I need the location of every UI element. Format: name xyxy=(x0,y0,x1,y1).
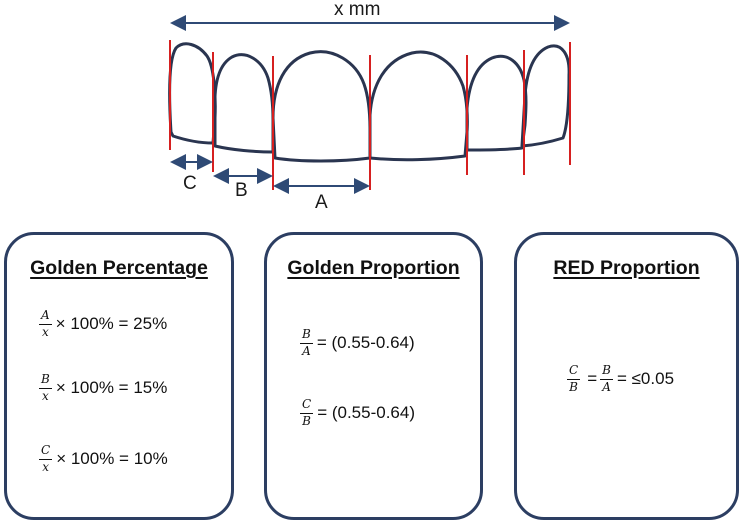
fraction: C B xyxy=(567,363,581,394)
fraction: C x xyxy=(39,443,53,474)
fraction: B A xyxy=(300,327,313,358)
fraction: B A xyxy=(600,363,613,394)
formula-red-proportion: C B = B A = ≤0.05 xyxy=(567,363,675,394)
golden-proportion-title: Golden Proportion xyxy=(287,257,460,279)
fraction: C B xyxy=(300,397,314,428)
golden-proportion-panel: Golden Proportion B A = (0.55-0.64) C B … xyxy=(264,232,483,520)
tooth-central-incisor-left xyxy=(368,50,469,162)
formula-b-over-x: B x × 100% = 15% xyxy=(39,372,168,403)
lateral-width-label: B xyxy=(235,180,248,201)
tooth-central-incisor-right xyxy=(271,50,372,163)
formula-a-over-x: A x × 100% = 25% xyxy=(39,308,168,339)
formula-b-over-a: B A = (0.55-0.64) xyxy=(300,327,415,358)
canine-width-label: C xyxy=(183,173,197,194)
tooth-lateral-incisor-left xyxy=(465,55,528,152)
central-width-label: A xyxy=(315,192,328,213)
golden-percentage-panel: Golden Percentage A x × 100% = 25% B x ×… xyxy=(4,232,234,520)
tooth-canine-left xyxy=(520,44,571,148)
fraction: B x xyxy=(39,372,52,403)
tooth-lateral-incisor-right xyxy=(213,53,275,154)
total-width-label: x mm xyxy=(334,0,381,20)
formula-c-over-b: C B = (0.55-0.64) xyxy=(300,397,415,428)
formula-c-over-x: C x × 100% = 10% xyxy=(39,443,168,474)
red-proportion-title: RED Proportion xyxy=(553,257,700,279)
tooth-canine-right xyxy=(168,42,217,145)
teeth-diagram xyxy=(168,15,571,194)
fraction: A x xyxy=(39,308,52,339)
golden-percentage-title: Golden Percentage xyxy=(30,257,208,279)
red-proportion-panel: RED Proportion C B = B A = ≤0.05 xyxy=(514,232,739,520)
